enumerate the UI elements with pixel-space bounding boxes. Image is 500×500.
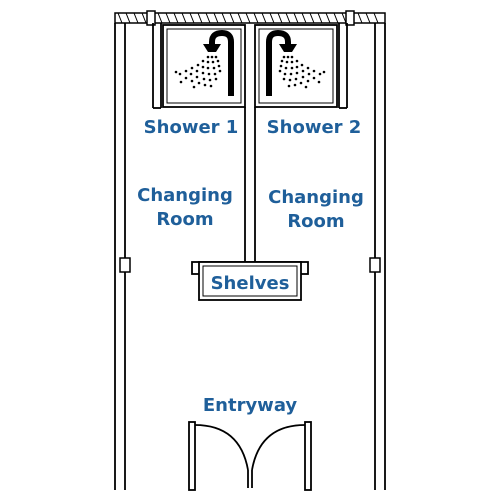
shower-2-label: Shower 2 — [267, 117, 362, 138]
shower-2-stall — [254, 24, 338, 108]
changing-room-right-line2: Room — [287, 211, 344, 232]
shower-head-icon — [266, 29, 326, 96]
shower-head-icon — [174, 29, 234, 96]
left-wall — [114, 23, 131, 490]
right-wall — [369, 23, 386, 490]
entryway-label: Entryway — [203, 395, 298, 416]
shower-walls — [152, 23, 348, 109]
changing-room-right-line1: Changing — [268, 187, 364, 208]
shelves-unit — [191, 261, 309, 301]
changing-room-left-line1: Changing — [137, 185, 233, 206]
shower-1-stall — [162, 24, 246, 108]
center-partition — [244, 107, 256, 262]
top-wall — [114, 10, 386, 26]
entry-doors — [188, 421, 312, 491]
shower-1-label: Shower 1 — [144, 117, 239, 138]
changing-room-left-line2: Room — [156, 209, 213, 230]
shelves-label: Shelves — [211, 273, 290, 294]
